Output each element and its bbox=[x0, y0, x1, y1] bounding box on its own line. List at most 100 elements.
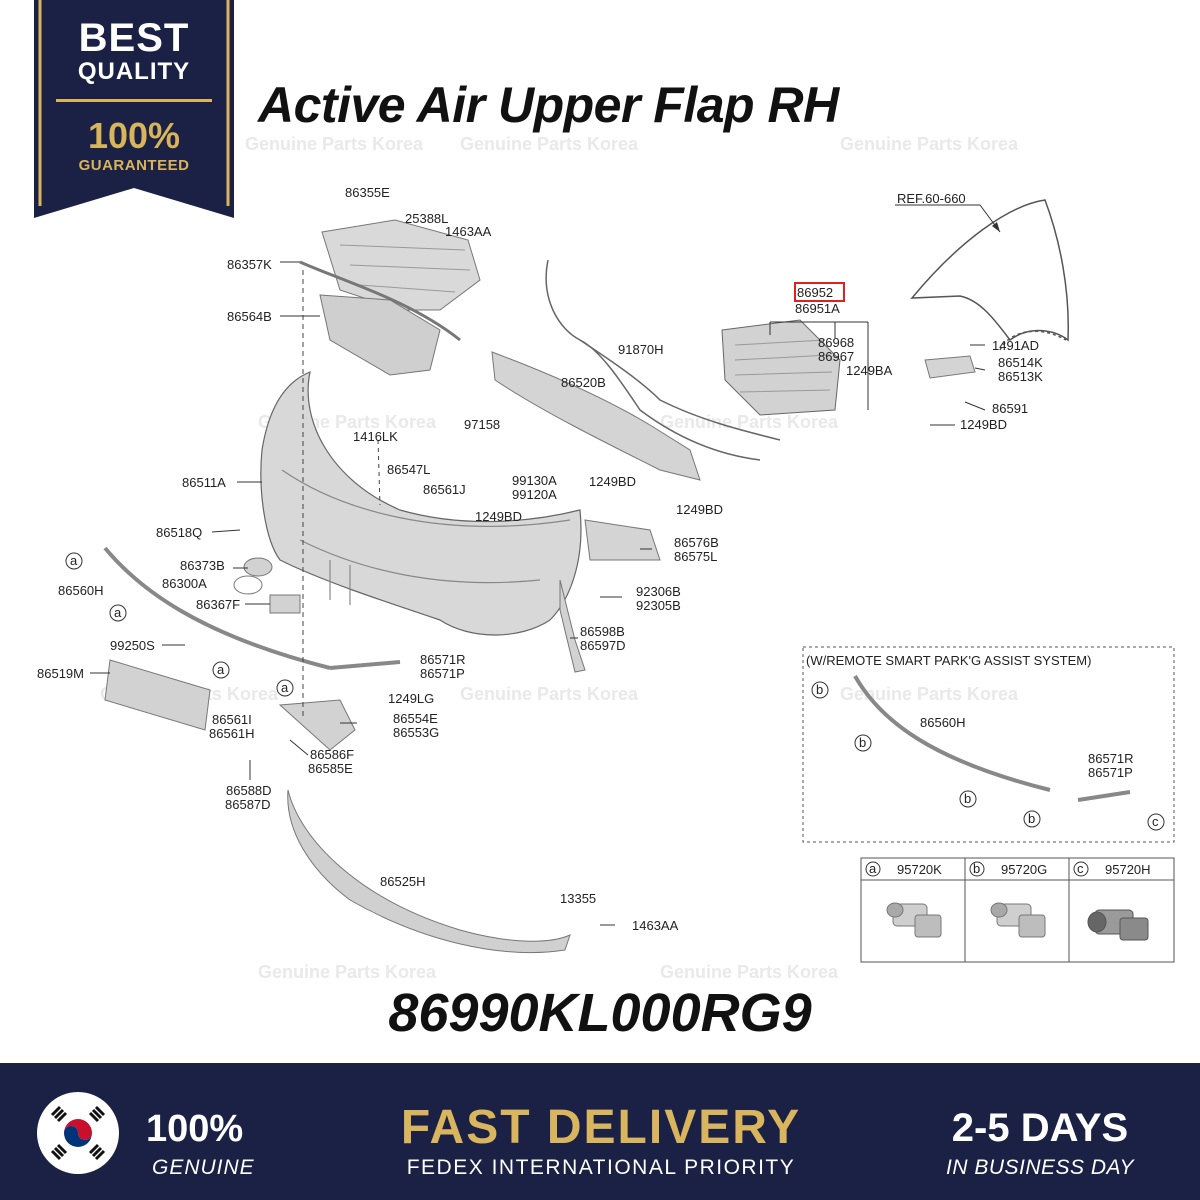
highlight-box bbox=[794, 282, 845, 302]
side-cover-part bbox=[584, 519, 661, 561]
part-label: 13355 bbox=[560, 891, 596, 906]
watermark-text: Genuine Parts Korea bbox=[258, 962, 437, 982]
watermark-text: Genuine Parts Korea bbox=[660, 412, 839, 432]
korea-flag-icon bbox=[37, 1092, 119, 1174]
part-label: 1463AA bbox=[445, 224, 492, 239]
part-label: 86968 bbox=[818, 335, 854, 350]
side-garnish-part bbox=[559, 579, 586, 673]
parts-diagram: Genuine Parts Korea Genuine Parts Korea … bbox=[37, 134, 1175, 982]
part-label: 86514K bbox=[998, 355, 1043, 370]
part-label: 86575L bbox=[674, 549, 717, 564]
inset-title: (W/REMOTE SMART PARK'G ASSIST SYSTEM) bbox=[806, 653, 1091, 668]
part-label: 86547L bbox=[387, 462, 430, 477]
part-label: 1249BD bbox=[589, 474, 636, 489]
part-label: 97158 bbox=[464, 417, 500, 432]
part-label: 86586F bbox=[310, 747, 354, 762]
part-label: 86561H bbox=[209, 726, 255, 741]
callout-letter: b bbox=[816, 682, 823, 697]
part-label: 86554E bbox=[393, 711, 438, 726]
part-label: 99120A bbox=[512, 487, 557, 502]
fedex-shipping-text: FEDEX INTERNATIONAL PRIORITY bbox=[406, 1156, 796, 1179]
product-title: Active Air Upper Flap RH bbox=[258, 77, 839, 133]
part-label: 86561J bbox=[423, 482, 466, 497]
fender-part bbox=[910, 199, 1070, 351]
callout-letter: b bbox=[859, 735, 866, 750]
watermark-text: Genuine Parts Korea bbox=[460, 684, 639, 704]
part-label: 86585E bbox=[308, 761, 353, 776]
garnish-strip-end-part bbox=[329, 660, 401, 670]
corner-cover-part bbox=[278, 699, 356, 751]
part-label: REF.60-660 bbox=[897, 191, 966, 206]
fast-delivery-heading: FAST DELIVERY bbox=[400, 1101, 802, 1154]
part-label: 86373B bbox=[180, 558, 225, 573]
part-labels: 86355E 25388L 1463AA 86357K 86564B REF.6… bbox=[37, 185, 1043, 933]
watermark-text: Genuine Parts Korea bbox=[840, 134, 1019, 154]
part-label: 86588D bbox=[226, 783, 272, 798]
sensor-letter: a bbox=[869, 861, 877, 876]
part-label: 86560H bbox=[58, 583, 104, 598]
callout-letter: a bbox=[70, 553, 78, 568]
part-label: 99130A bbox=[512, 473, 557, 488]
assembly-guide-line bbox=[377, 439, 381, 506]
part-label: 92306B bbox=[636, 584, 681, 599]
delivery-days: 2-5 DAYS bbox=[951, 1106, 1129, 1150]
part-label: 86518Q bbox=[156, 525, 202, 540]
badge-quality-text: QUALITY bbox=[77, 58, 191, 85]
part-label: 1249BD bbox=[676, 502, 723, 517]
badge-percent-text: 100% bbox=[87, 115, 181, 156]
sensor-code: 95720G bbox=[1001, 862, 1047, 877]
side-bracket-part bbox=[924, 355, 976, 379]
part-label: 86300A bbox=[162, 576, 207, 591]
grille-strip-part bbox=[299, 260, 461, 342]
parking-sensor-icon bbox=[1087, 909, 1149, 941]
grille-bracket-part bbox=[319, 294, 441, 376]
part-label: 1416LK bbox=[353, 429, 398, 444]
badge-best-text: BEST bbox=[78, 16, 190, 60]
part-label: 86553G bbox=[393, 725, 439, 740]
part-label: 86357K bbox=[227, 257, 272, 272]
part-label: 1491AD bbox=[992, 338, 1039, 353]
sensor-code: 95720H bbox=[1105, 862, 1151, 877]
part-label: 99250S bbox=[110, 638, 155, 653]
emblem-base-part bbox=[233, 575, 263, 595]
part-label-highlighted: 86952 bbox=[797, 285, 833, 300]
genuine-text: GENUINE bbox=[152, 1156, 255, 1179]
inset-remote-parking: (W/REMOTE SMART PARK'G ASSIST SYSTEM) 86… bbox=[802, 646, 1175, 843]
garnish-strip-part bbox=[103, 546, 331, 670]
part-label: 86571R bbox=[420, 652, 466, 667]
part-label: 86513K bbox=[998, 369, 1043, 384]
genuine-percent: 100% bbox=[146, 1108, 244, 1150]
callout-letter: c bbox=[1152, 814, 1159, 829]
energy-absorber-part bbox=[491, 351, 701, 481]
part-label: 86597D bbox=[580, 638, 626, 653]
part-label: 86967 bbox=[818, 349, 854, 364]
watermark-text: Genuine Parts Korea bbox=[660, 962, 839, 982]
callout-letter: a bbox=[217, 662, 225, 677]
part-label: 86576B bbox=[674, 535, 719, 550]
sensor-table: a 95720K b 95720G c 95720H bbox=[860, 857, 1175, 963]
callout-letter: a bbox=[281, 680, 289, 695]
sensor-letter: c bbox=[1077, 861, 1084, 876]
callout-letter: b bbox=[964, 791, 971, 806]
callout-markers: a a a a bbox=[65, 552, 294, 697]
emblem-bracket-part bbox=[269, 594, 301, 614]
part-label: 86591 bbox=[992, 401, 1028, 416]
parking-sensor-icon bbox=[886, 902, 942, 938]
watermark-text: Genuine Parts Korea bbox=[245, 134, 424, 154]
part-label: 86519M bbox=[37, 666, 84, 681]
part-label: 92305B bbox=[636, 598, 681, 613]
part-label: 86367F bbox=[196, 597, 240, 612]
wiring-harness-branch bbox=[579, 339, 761, 461]
part-label: 86511A bbox=[182, 475, 226, 490]
inset-part-label: 86571R bbox=[1088, 751, 1134, 766]
part-label: 1249LG bbox=[388, 691, 434, 706]
part-label: 25388L bbox=[405, 211, 448, 226]
best-quality-badge: BEST QUALITY 100% GUARANTEED bbox=[34, 0, 234, 218]
part-label: 86520B bbox=[561, 375, 606, 390]
part-number: 86990KL000RG9 bbox=[388, 983, 812, 1043]
emblem-part bbox=[243, 557, 273, 577]
part-label: 86561I bbox=[212, 712, 252, 727]
watermark-text: Genuine Parts Korea bbox=[840, 684, 1019, 704]
lower-lip-part bbox=[287, 789, 571, 954]
part-label: 91870H bbox=[618, 342, 664, 357]
